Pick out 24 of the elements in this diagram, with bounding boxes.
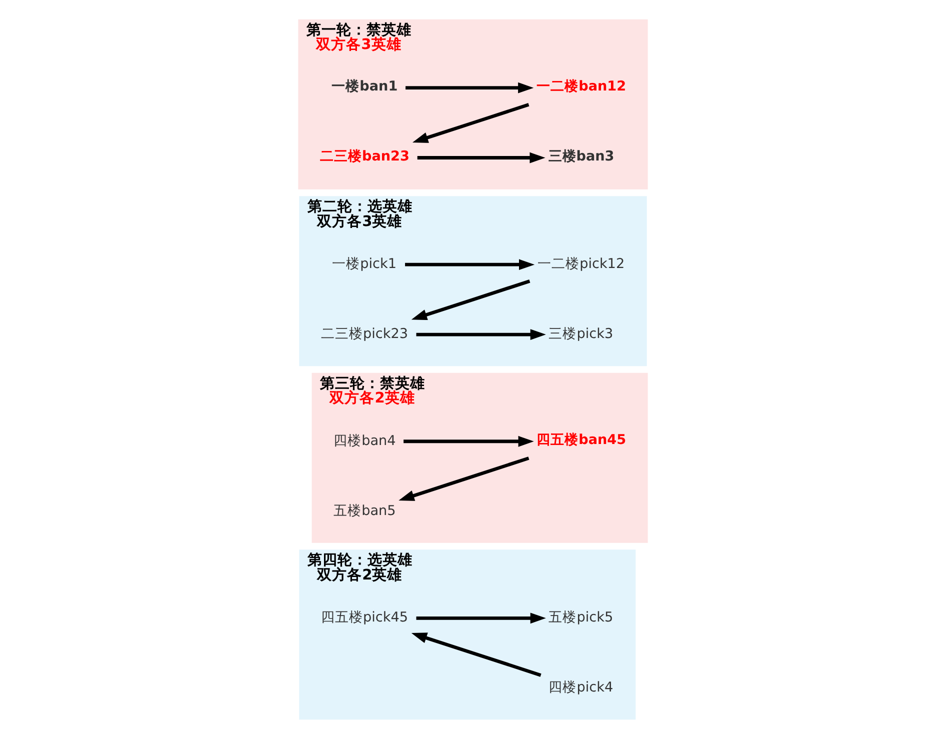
arrow <box>398 456 529 501</box>
node-text: 二三楼pick23 <box>320 326 408 342</box>
node-text: 一楼pick1 <box>332 256 396 272</box>
arrow <box>412 103 529 143</box>
arrow <box>410 632 541 677</box>
node-text: 四五楼ban45 <box>536 432 626 448</box>
node-text: 三楼pick3 <box>548 326 613 342</box>
node-text: 五楼ban5 <box>333 502 396 519</box>
arrow <box>410 279 530 320</box>
arrow <box>416 329 546 340</box>
node-text: 三楼ban3 <box>548 148 614 164</box>
arrow <box>405 82 534 94</box>
node-text: 五楼pick5 <box>548 610 613 626</box>
node-text: 一楼ban1 <box>331 78 398 94</box>
node-text: 二三楼ban23 <box>320 148 409 164</box>
arrow <box>416 612 546 624</box>
arrow <box>416 152 545 164</box>
node-text: 一二楼ban12 <box>536 78 626 94</box>
node-text: 一二楼pick12 <box>537 256 624 272</box>
node-text: 四楼pick4 <box>548 680 613 696</box>
arrow <box>404 259 534 270</box>
node-text: 四五楼pick45 <box>320 610 408 626</box>
node-text: 四楼ban4 <box>333 432 396 449</box>
arrow <box>403 436 534 447</box>
